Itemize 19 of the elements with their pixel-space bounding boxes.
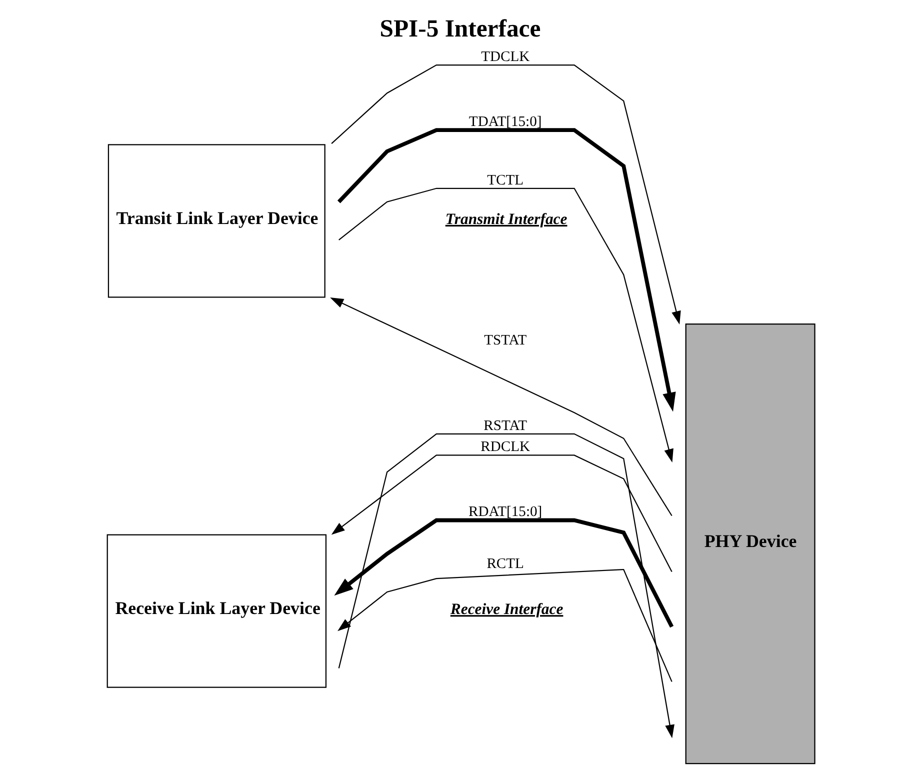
edge-label: RDCLK xyxy=(480,438,530,455)
arrow xyxy=(331,454,672,572)
label: Receive Interface xyxy=(450,600,564,618)
edge-label: TDCLK xyxy=(481,48,530,65)
arrow xyxy=(338,432,674,738)
arrow xyxy=(337,128,676,412)
edge-label: TSTAT xyxy=(484,332,527,348)
arrow xyxy=(331,64,681,324)
diagram-title: SPI-5 Interface xyxy=(380,15,541,42)
arrow xyxy=(334,518,674,628)
edge-label: RDAT[15:0] xyxy=(468,504,542,520)
arrow xyxy=(330,297,672,516)
edge-label: RCTL xyxy=(486,555,524,572)
edge-label: RSTAT xyxy=(484,417,528,434)
edge-label: TDAT[15:0] xyxy=(468,114,542,130)
label: Transmit Interface xyxy=(445,210,568,228)
arrow xyxy=(338,568,672,682)
edge-label: TCTL xyxy=(487,172,524,188)
arrow xyxy=(338,187,674,462)
